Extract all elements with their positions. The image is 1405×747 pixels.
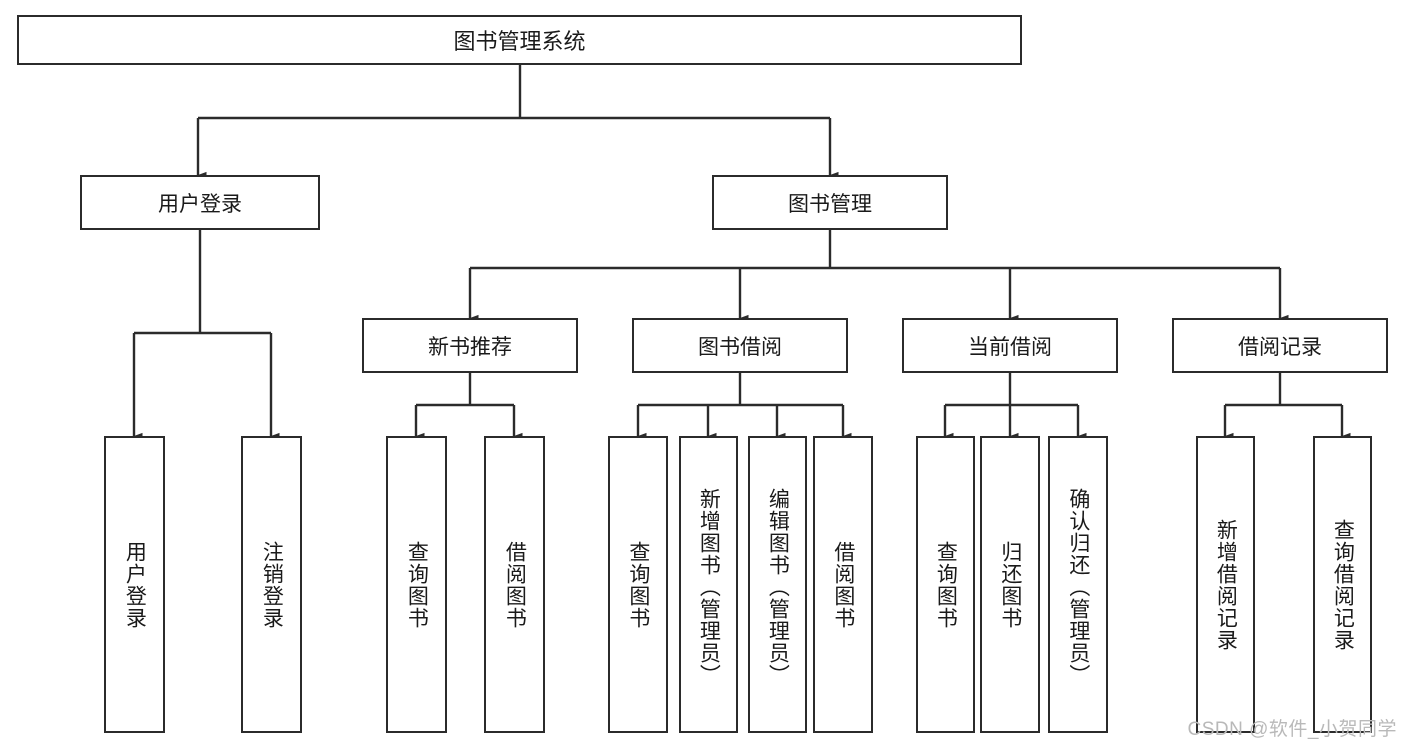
leaf-label: 查询图书 bbox=[626, 540, 650, 629]
leaf-label: 借阅图书 bbox=[503, 540, 527, 629]
leaf-label: 新增图书（管理员） bbox=[697, 487, 721, 686]
leaf-node-7[interactable]: 借阅图书 bbox=[813, 436, 873, 733]
leaf-label: 查询借阅记录 bbox=[1331, 518, 1355, 651]
leaf-label: 查询图书 bbox=[934, 540, 958, 629]
leaf-label: 注销登录 bbox=[260, 540, 284, 629]
leaf-node-3[interactable]: 借阅图书 bbox=[484, 436, 545, 733]
level3-node-0[interactable]: 新书推荐 bbox=[362, 318, 578, 373]
leaf-label: 确认归还（管理员） bbox=[1066, 487, 1090, 686]
leaf-label: 查询图书 bbox=[405, 540, 429, 629]
level2-node-0[interactable]: 用户登录 bbox=[80, 175, 320, 230]
root-node-label: 图书管理系统 bbox=[453, 29, 586, 54]
leaf-node-8[interactable]: 查询图书 bbox=[916, 436, 975, 733]
level2-node-1[interactable]: 图书管理 bbox=[712, 175, 948, 230]
leaf-label: 归还图书 bbox=[998, 540, 1022, 629]
leaf-node-2[interactable]: 查询图书 bbox=[386, 436, 447, 733]
level2-node-label: 用户登录 bbox=[158, 192, 242, 216]
level3-node-3[interactable]: 借阅记录 bbox=[1172, 318, 1388, 373]
leaf-node-10[interactable]: 确认归还（管理员） bbox=[1048, 436, 1108, 733]
leaf-label: 用户登录 bbox=[123, 540, 147, 629]
leaf-label: 借阅图书 bbox=[831, 540, 855, 629]
level3-node-label: 图书借阅 bbox=[698, 335, 782, 359]
leaf-node-0[interactable]: 用户登录 bbox=[104, 436, 165, 733]
watermark-text: CSDN @软件_小贺同学 bbox=[1187, 719, 1397, 740]
level3-node-2[interactable]: 当前借阅 bbox=[902, 318, 1118, 373]
leaf-node-4[interactable]: 查询图书 bbox=[608, 436, 668, 733]
level3-node-label: 借阅记录 bbox=[1238, 335, 1322, 359]
leaf-label: 新增借阅记录 bbox=[1214, 518, 1238, 651]
level2-node-label: 图书管理 bbox=[788, 192, 872, 216]
leaf-node-6[interactable]: 编辑图书（管理员） bbox=[748, 436, 807, 733]
leaf-node-9[interactable]: 归还图书 bbox=[980, 436, 1040, 733]
level3-node-1[interactable]: 图书借阅 bbox=[632, 318, 848, 373]
leaf-node-5[interactable]: 新增图书（管理员） bbox=[679, 436, 738, 733]
root-node-0[interactable]: 图书管理系统 bbox=[17, 15, 1022, 65]
leaf-label: 编辑图书（管理员） bbox=[766, 487, 790, 686]
leaf-node-1[interactable]: 注销登录 bbox=[241, 436, 302, 733]
leaf-node-12[interactable]: 查询借阅记录 bbox=[1313, 436, 1372, 733]
level3-node-label: 新书推荐 bbox=[428, 335, 512, 359]
leaf-node-11[interactable]: 新增借阅记录 bbox=[1196, 436, 1255, 733]
level3-node-label: 当前借阅 bbox=[968, 335, 1052, 359]
